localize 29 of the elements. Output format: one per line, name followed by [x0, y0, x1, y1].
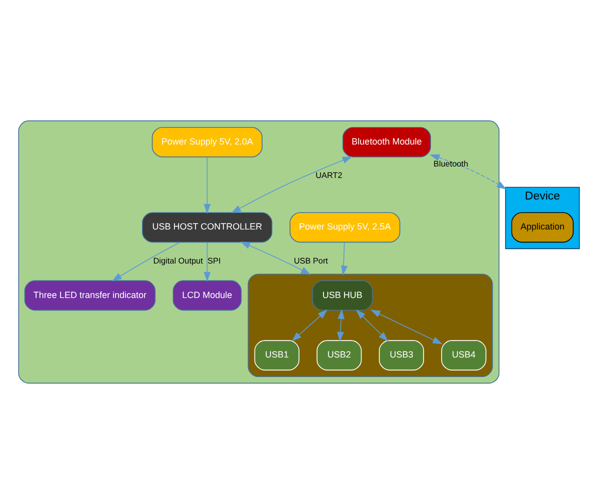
- arrow: [430, 154, 507, 190]
- arrow: [240, 242, 311, 275]
- node-box: USB HUB: [312, 280, 373, 311]
- node-box: Power Supply 5V, 2.5A: [290, 212, 400, 243]
- arrow: [112, 242, 180, 282]
- edge-label: Digital Output: [153, 256, 203, 266]
- arrow: [356, 309, 388, 342]
- arrow: [370, 310, 443, 344]
- arrow: [341, 242, 348, 276]
- edge-label: Bluetooth: [434, 159, 468, 168]
- node-box: USB HOST CONTROLLER: [142, 212, 272, 243]
- node-box: LCD Module: [172, 280, 242, 311]
- arrow: [231, 156, 352, 214]
- edge-label: UART2: [316, 171, 342, 180]
- edge-label: SPI: [208, 256, 221, 266]
- node-box: Power Supply 5V, 2.0A: [152, 126, 263, 158]
- cluster: [248, 274, 493, 378]
- node-box: Three LED transfer indicator: [24, 280, 156, 311]
- arrow: [204, 156, 211, 214]
- arrow: [204, 242, 211, 282]
- node-box: USB3: [378, 340, 424, 370]
- arrow: [337, 309, 345, 342]
- edge-label: USB Port: [294, 256, 328, 266]
- node-box: USB1: [254, 340, 300, 370]
- arrow: [292, 310, 328, 342]
- node-box: Application: [511, 212, 574, 243]
- node-box: USB4: [441, 340, 486, 370]
- node-box: Bluetooth Module: [342, 126, 431, 158]
- node-box: USB2: [316, 340, 362, 370]
